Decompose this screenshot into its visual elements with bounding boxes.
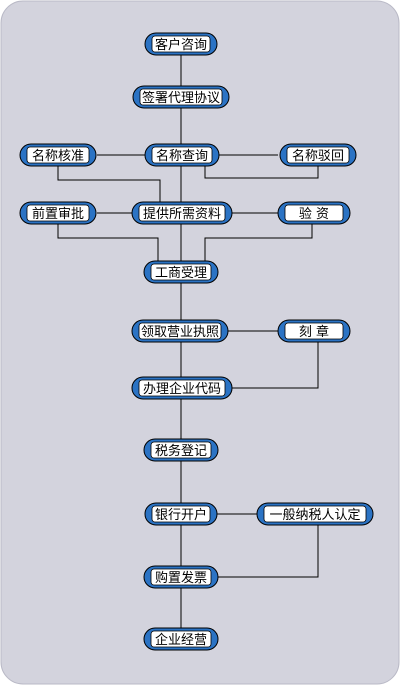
node-label-box [138,204,226,222]
node-tax-register: 税务登记 [143,438,219,462]
node-org-code: 办理企业代码 [131,376,233,400]
node-bank-account: 银行开户 [144,502,218,526]
node-label-box [150,441,212,459]
node-name-approve: 名称核准 [19,143,97,167]
node-label: 提供所需资料 [143,206,221,222]
node-label: 一般纳税人认定 [269,507,360,523]
node-label-box [151,35,211,53]
node-pre-approval: 前置审批 [19,201,97,225]
node-label: 签署代理协议 [142,90,220,106]
node-label: 企业经营 [155,632,207,648]
node-operation: 企业经营 [143,627,219,651]
node-label-box [26,146,90,164]
node-label-box [150,630,212,648]
node-materials: 提供所需资料 [131,201,233,225]
link-approve-materials [57,165,161,204]
node-verify-capital: 验 资 [277,201,351,225]
node-label-box [284,322,344,340]
link-pre-accept [57,223,159,262]
node-label: 税务登记 [155,443,207,459]
node-label: 购置发票 [155,570,207,586]
node-label: 名称驳回 [292,148,344,164]
node-label-box [284,204,344,222]
node-label-box [26,204,90,222]
link-verify-accept [204,223,313,262]
node-label: 客户咨询 [155,37,207,53]
node-label: 银行开户 [155,507,207,523]
node-business-accept: 工商受理 [143,260,219,284]
node-label-box [139,88,223,106]
node-label: 名称查询 [156,148,208,164]
node-label: 工商受理 [155,266,207,281]
node-label: 办理企业代码 [143,381,221,397]
link-reject-query [204,165,319,179]
node-label: 刻 章 [299,324,329,340]
node-label-box [138,379,226,397]
node-label-box [263,505,367,523]
node-label-box [138,322,222,340]
node-consult: 客户咨询 [144,32,218,56]
link-taxpayer-invoice [218,524,319,578]
node-label: 前置审批 [32,206,84,222]
node-label: 验 资 [299,206,329,222]
node-label-box [150,568,212,586]
node-label-box [286,146,350,164]
node-label: 名称核准 [32,148,84,164]
node-license: 领取营业执照 [131,319,229,343]
node-name-reject: 名称驳回 [279,143,357,167]
node-seal: 刻 章 [277,319,351,343]
node-name-query: 名称查询 [144,143,220,167]
link-seal-orgcode [232,341,319,389]
node-label: 领取营业执照 [141,325,219,340]
node-label-box [150,263,212,281]
node-label-box [151,505,211,523]
node-taxpayer: 一般纳税人认定 [256,502,374,526]
node-agreement: 签署代理协议 [132,85,230,109]
node-invoice: 购置发票 [143,565,219,589]
node-label-box [151,146,213,164]
